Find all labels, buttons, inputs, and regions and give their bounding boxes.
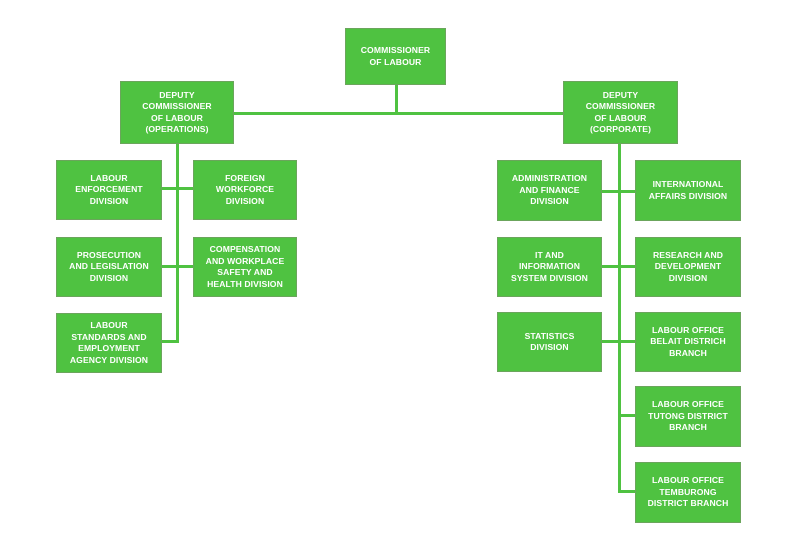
statistics-division-box: STATISTICS DIVISION <box>497 312 602 372</box>
connector-corp-row5 <box>618 490 636 493</box>
connector-commissioner-stem <box>395 84 398 114</box>
connector-corporate-spine <box>618 143 621 493</box>
deputy-operations-box: DEPUTY COMMISSIONER OF LABOUR (OPERATION… <box>120 81 234 144</box>
connector-ops-row1 <box>161 187 194 190</box>
research-development-division-box: RESEARCH AND DEVELOPMENT DIVISION <box>635 237 741 297</box>
foreign-workforce-division-box: FOREIGN WORKFORCE DIVISION <box>193 160 297 220</box>
labour-office-belait-branch-box: LABOUR OFFICE BELAIT DISTRICH BRANCH <box>635 312 741 372</box>
deputy-corporate-box: DEPUTY COMMISSIONER OF LABOUR (CORPORATE… <box>563 81 678 144</box>
international-affairs-division-box: INTERNATIONAL AFFAIRS DIVISION <box>635 160 741 221</box>
connector-ops-row3 <box>161 340 178 343</box>
prosecution-legislation-division-box: PROSECUTION AND LEGISLATION DIVISION <box>56 237 162 297</box>
connector-corp-row1 <box>601 190 636 193</box>
it-information-system-division-box: IT AND INFORMATION SYSTEM DIVISION <box>497 237 602 297</box>
compensation-workplace-safety-division-box: COMPENSATION AND WORKPLACE SAFETY AND HE… <box>193 237 297 297</box>
connector-corp-row4 <box>618 414 636 417</box>
connector-deputies-horizontal <box>233 112 564 115</box>
commissioner-of-labour-box: COMMISSIONER OF LABOUR <box>345 28 446 85</box>
administration-finance-division-box: ADMINISTRATION AND FINANCE DIVISION <box>497 160 602 221</box>
labour-enforcement-division-box: LABOUR ENFORCEMENT DIVISION <box>56 160 162 220</box>
labour-office-temburong-branch-box: LABOUR OFFICE TEMBURONG DISTRICT BRANCH <box>635 462 741 523</box>
connector-corp-row2 <box>601 265 636 268</box>
connector-corp-row3 <box>601 340 636 343</box>
labour-office-tutong-branch-box: LABOUR OFFICE TUTONG DISTRICT BRANCH <box>635 386 741 447</box>
connector-operations-spine <box>176 143 179 343</box>
labour-standards-employment-agency-division-box: LABOUR STANDARDS AND EMPLOYMENT AGENCY D… <box>56 313 162 373</box>
connector-ops-row2 <box>161 265 194 268</box>
